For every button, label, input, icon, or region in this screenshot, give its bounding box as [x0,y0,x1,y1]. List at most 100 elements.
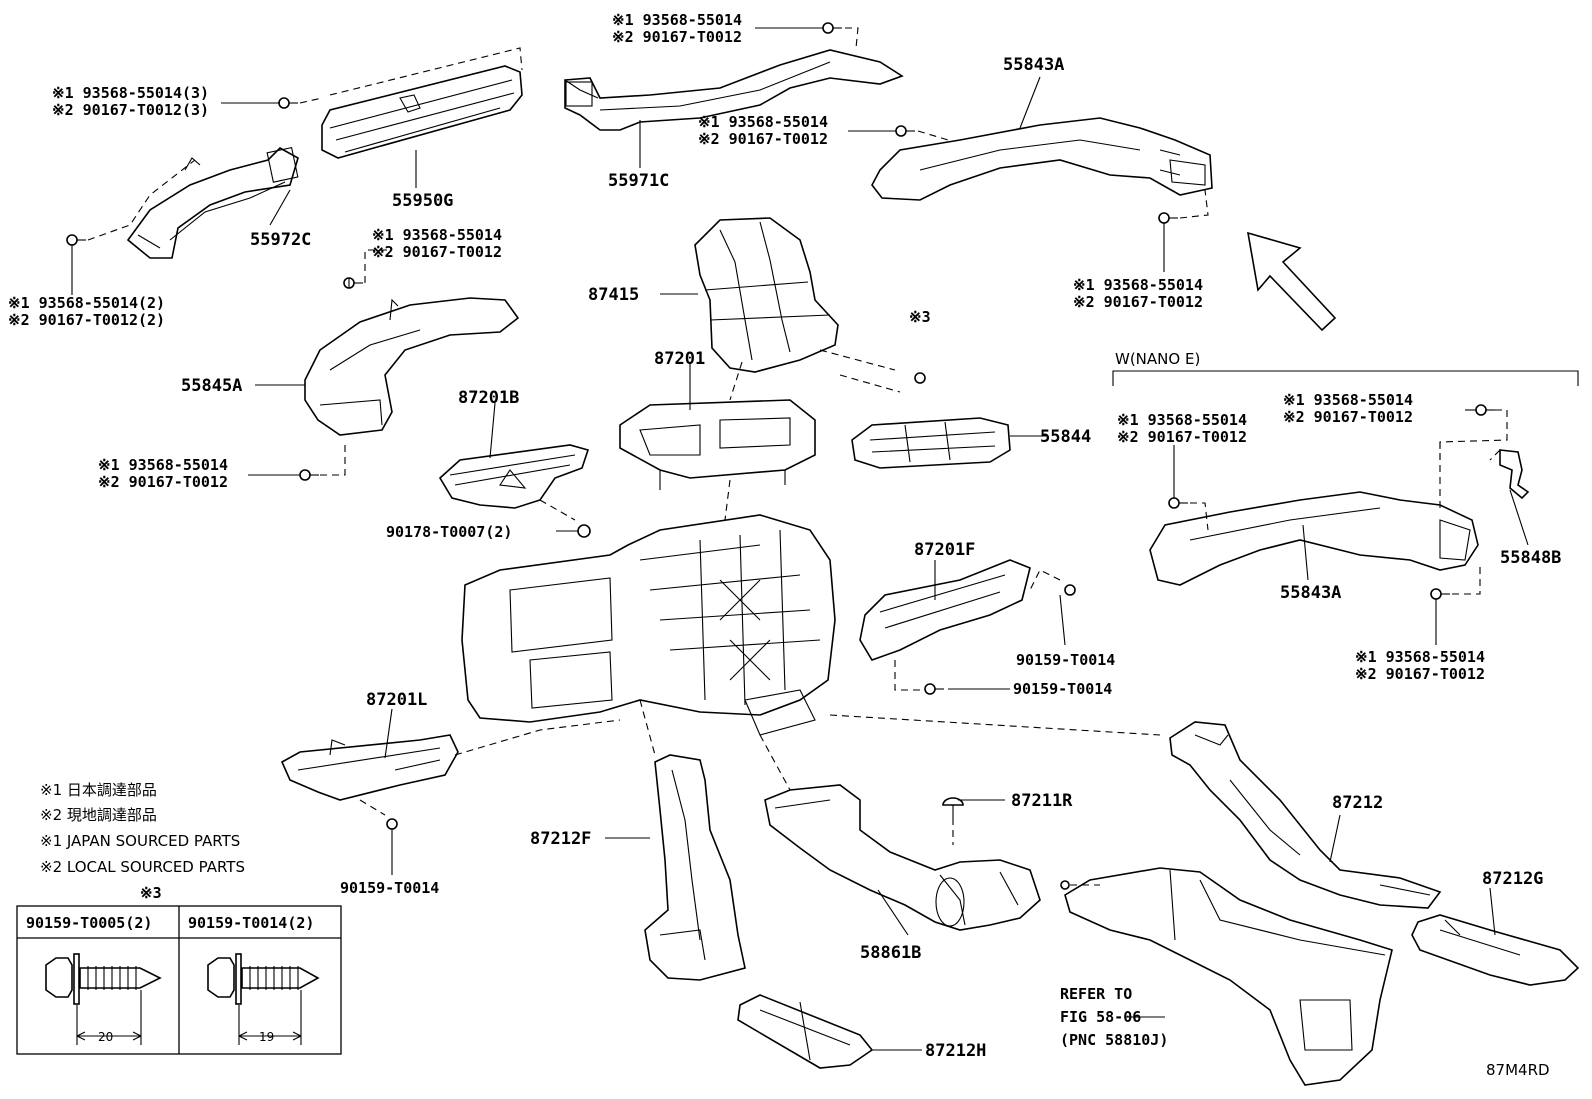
fastener-note: ※2 90167-T0012 [1283,408,1413,426]
label-87212: 87212 [1332,793,1383,813]
refer-note: REFER TO FIG 58-06 (PNC 58810J) [1060,985,1168,1049]
part-87201L[interactable] [280,734,459,801]
part-55972C[interactable] [126,146,299,259]
fastener-note: ※2 90167-T0012 [1355,665,1485,683]
fastener-note: ※2 90167-T0012 [98,473,228,491]
svg-text:REFER TO: REFER TO [1060,985,1132,1003]
bolt-icon [299,469,319,481]
label-55950G: 55950G [392,191,453,211]
label-mark3: ※3 [909,308,931,326]
label-87415: 87415 [588,285,639,305]
table-col-2: 90159-T0014(2) [188,914,314,932]
label-55972C: 55972C [250,230,311,250]
fastener-note: ※1 93568-55014 [1117,411,1247,429]
fastener-note: ※1 93568-55014 [698,113,828,131]
part-87201B[interactable] [438,444,590,509]
part-87212G[interactable] [1411,914,1580,986]
fastener-note: ※2 90167-T0012 [1073,293,1203,311]
clip-icon [1060,880,1070,890]
fastener-note: ※2 90167-T0012 [612,28,742,46]
legend-line: ※1 日本調達部品 [40,781,157,799]
table-header: ※3 [140,884,162,902]
fastener-note: ※1 93568-55014 [372,226,502,244]
bolt-icon [1430,588,1450,600]
part-55844[interactable] [851,417,1011,469]
figure-code: 87M4RD [1486,1061,1550,1079]
label-90159-T0014: 90159-T0014 [340,879,439,897]
label-55845A: 55845A [181,376,242,396]
fastener-note: ※1 93568-55014 [1355,648,1485,666]
screw-icon: 20 [45,953,162,1045]
label-55971C: 55971C [608,171,669,191]
leader-lines [71,27,1579,1051]
part-87212F[interactable] [644,754,746,981]
bolt-icon [278,97,298,109]
fastener-note: ※1 93568-55014 [1073,276,1203,294]
fastener-note: ※1 93568-55014(3) [52,84,209,102]
fastener-callouts: ※1 93568-55014(3) ※2 90167-T0012(3) ※1 9… [8,11,1485,683]
fastener-note: ※1 93568-55014 [98,456,228,474]
part-58861B[interactable] [764,784,1041,931]
label-87201B: 87201B [458,388,519,408]
svg-text:FIG 58-06: FIG 58-06 [1060,1008,1141,1026]
screw-icon: 19 [207,953,320,1045]
fastener-note: ※2 90167-T0012(2) [8,311,165,329]
part-55971C[interactable] [564,49,904,131]
part-55843A-nano[interactable] [1149,491,1479,586]
legend-line: ※2 現地調達部品 [40,806,157,824]
label-90178-T0007: 90178-T0007(2) [386,523,512,541]
part-87211R[interactable] [942,797,964,818]
dimension-label: 19 [259,1030,274,1044]
bolt-icon [895,125,915,137]
label-58861B: 58861B [860,943,921,963]
part-55950G[interactable] [321,65,523,159]
label-87201L: 87201L [366,690,427,710]
table-col-1: 90159-T0005(2) [26,914,152,932]
part-55848B[interactable] [1499,449,1530,500]
label-87201: 87201 [654,349,705,369]
svg-text:(PNC 58810J): (PNC 58810J) [1060,1031,1168,1049]
label-55843A-top: 55843A [1003,55,1064,75]
legend-line: ※1 JAPAN SOURCED PARTS [40,832,240,850]
fastener-note: ※2 90167-T0012 [698,130,828,148]
part-hvac-unit [461,514,836,736]
legend-line: ※2 LOCAL SOURCED PARTS [40,858,245,876]
part-55843A-top[interactable] [871,117,1213,201]
bolt-icon [914,372,926,384]
fastener-note: ※1 93568-55014 [612,11,742,29]
label-55844: 55844 [1040,427,1091,447]
part-87212[interactable] [1169,721,1442,909]
fastener-note: ※2 90167-T0012 [372,243,502,261]
label-87201F: 87201F [914,540,975,560]
label-55843A-nano: 55843A [1280,583,1341,603]
part-labels: 55950G 55972C 55971C 55843A 87415 87201 … [181,55,1561,1061]
part-87201[interactable] [619,399,816,490]
bolt-icon [1064,584,1076,596]
legend: ※1 日本調達部品 ※2 現地調達部品 ※1 JAPAN SOURCED PAR… [40,781,245,876]
fastener-table: ※3 90159-T0005(2) 90159-T0014(2) 20 19 [16,884,342,1055]
bolt-icon [1158,212,1178,224]
fastener-note: ※1 93568-55014(2) [8,294,165,312]
bolt-icon [924,683,944,695]
direction-arrow-icon [1246,231,1337,332]
bolt-icon [386,818,398,830]
bolt-icon [1475,404,1495,416]
dashed-connections [87,27,1508,886]
part-87415[interactable] [694,217,839,373]
bolt-icon [822,22,842,34]
part-87201F[interactable] [859,559,1031,661]
part-55845A[interactable] [304,297,520,436]
label-55848B: 55848B [1500,548,1561,568]
bolt-icon [343,277,363,289]
part-87212H[interactable] [737,994,874,1069]
dimension-label: 20 [98,1030,113,1044]
label-90159-T0014: 90159-T0014 [1013,680,1112,698]
fastener-note: ※2 90167-T0012(3) [52,101,209,119]
part-console-box [1064,867,1393,1086]
bolt-icon [1168,497,1188,509]
label-87211R: 87211R [1011,791,1073,811]
bolt-icon [66,234,86,246]
label-87212H: 87212H [925,1041,986,1061]
group-label: W(NANO E) [1115,350,1200,368]
